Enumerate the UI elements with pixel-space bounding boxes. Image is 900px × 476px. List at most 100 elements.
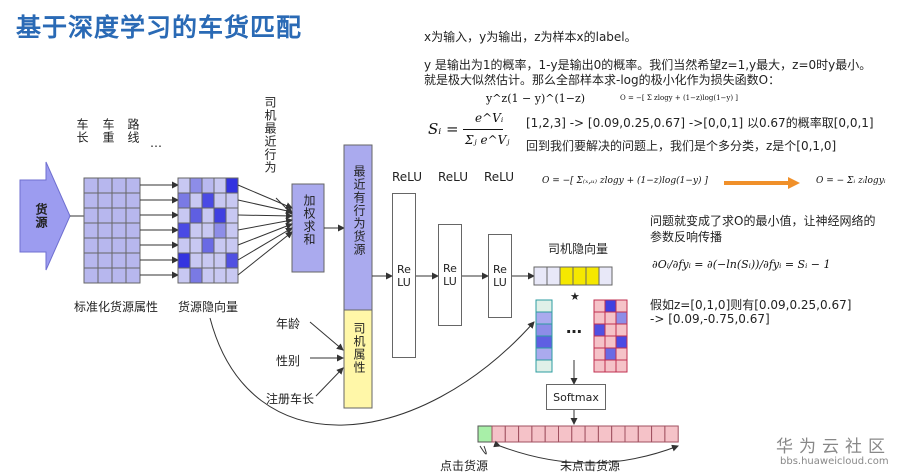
driver-column-cell bbox=[535, 347, 553, 361]
cargo-hidden-grid bbox=[177, 177, 239, 284]
softmax-fraction-bar bbox=[463, 129, 503, 130]
relu-header-2: ReLU bbox=[438, 170, 469, 184]
watermark-brand: 华为云社区 bbox=[776, 437, 891, 457]
driver-hidden-vector bbox=[533, 266, 613, 286]
attr-grid-cell bbox=[83, 222, 99, 239]
hidden-grid-cell bbox=[225, 177, 239, 194]
attr-grid-cell bbox=[125, 237, 141, 254]
hidden-grid-cell bbox=[225, 192, 239, 209]
hidden-to-sum-arrow bbox=[237, 217, 293, 231]
hidden-to-sum-arrow bbox=[237, 231, 293, 276]
not-clicked-cell bbox=[558, 425, 573, 443]
page-title: 基于深度学习的车货匹配 bbox=[16, 13, 303, 42]
driver-attr-block bbox=[343, 309, 373, 409]
orange-arrowhead bbox=[788, 177, 800, 189]
attr-grid-cell bbox=[83, 177, 99, 194]
hidden-grid-cell bbox=[225, 222, 239, 239]
cargo-input-arrow bbox=[19, 161, 71, 271]
attr-grid-cell bbox=[97, 207, 113, 224]
driver-history-arrow bbox=[275, 197, 293, 215]
hidden-grid-cell bbox=[225, 237, 239, 254]
output-bar bbox=[477, 425, 679, 443]
driver-attr-label: 司机属性 bbox=[352, 322, 366, 374]
hidden-to-sum-arrow bbox=[237, 222, 293, 246]
gradient-formula: ∂Oᵢ/∂fyᵢ = ∂(−ln(Sᵢ))/∂fyᵢ = Sᵢ − 1 bbox=[652, 258, 831, 271]
car-length-arrow bbox=[315, 367, 344, 397]
watermark-url: bbs.huaweicloud.com bbox=[780, 456, 889, 467]
attr-car-length: 车长 bbox=[75, 118, 89, 144]
relu-layer-3: ReLU bbox=[488, 234, 512, 318]
hidden-grid-cell bbox=[189, 192, 203, 209]
cargo-matrix-cell bbox=[604, 347, 617, 361]
not-clicked-cell bbox=[651, 425, 666, 443]
driver-hidden-cell bbox=[598, 266, 613, 286]
not-clicked-cell bbox=[571, 425, 586, 443]
clicked-cell bbox=[477, 425, 493, 443]
cargo-matrix-cell bbox=[593, 347, 606, 361]
hidden-to-matrix-curve bbox=[209, 317, 535, 426]
attr-grid-cell bbox=[111, 192, 127, 209]
attr-grid-cell bbox=[125, 207, 141, 224]
note-line3: 就是极大似然估计。那么全部样本求-log的极小化作为损失函数O： bbox=[424, 73, 781, 87]
attr-grid-cell bbox=[83, 192, 99, 209]
driver-hidden-cell bbox=[533, 266, 548, 286]
attr-grid-cell bbox=[111, 222, 127, 239]
driver-history-label: 司机最近行为 bbox=[263, 96, 277, 174]
not-clicked-cell bbox=[624, 425, 639, 443]
attr-grid-cell bbox=[111, 237, 127, 254]
assume-line2: -> [0.09,-0.75,0.67] bbox=[650, 312, 770, 326]
cargo-matrix-cell bbox=[604, 359, 617, 373]
driver-vector-column bbox=[535, 299, 553, 373]
attr-car-weight: 车重 bbox=[101, 118, 115, 144]
driver-age-label: 年龄 bbox=[276, 317, 301, 331]
hidden-grid-cell bbox=[201, 192, 215, 209]
attr-grid-cell bbox=[83, 252, 99, 269]
cargo-matrix-cell bbox=[593, 359, 606, 373]
hidden-grid-cell bbox=[213, 207, 227, 224]
softmax-label: Softmax bbox=[553, 390, 599, 404]
cargo-matrix-cell bbox=[593, 311, 606, 325]
driver-column-cell bbox=[535, 299, 553, 313]
softmax-numerator: e^Vᵢ bbox=[475, 111, 504, 125]
driver-hidden-cell bbox=[585, 266, 600, 286]
hidden-grid-cell bbox=[201, 177, 215, 194]
hidden-grid-cell bbox=[225, 267, 239, 284]
star-symbol: ★ bbox=[570, 290, 580, 303]
cargo-matrix-cell bbox=[604, 299, 617, 313]
cargo-attribute-grid bbox=[83, 177, 141, 284]
cargo-matrix-cell bbox=[604, 335, 617, 349]
hidden-grid-cell bbox=[201, 252, 215, 269]
problem-line1: 问题就变成了求O的最小值，让神经网络的 bbox=[650, 214, 876, 228]
attr-grid-cell bbox=[97, 222, 113, 239]
attr-grid-cell bbox=[111, 207, 127, 224]
hidden-grid-cell bbox=[177, 207, 191, 224]
loss-right-formula: O = − Σᵢ zᵢlogyᵢ bbox=[816, 176, 886, 186]
cargo-matrix bbox=[593, 299, 628, 373]
not-clicked-cell bbox=[544, 425, 560, 443]
cargo-matrix-cell bbox=[615, 335, 628, 349]
driver-hidden-cell bbox=[559, 266, 574, 286]
relu-layer-2: ReLU bbox=[438, 224, 462, 326]
driver-carlen-label: 注册车长 bbox=[266, 392, 315, 406]
cargo-matrix-cell bbox=[593, 299, 606, 313]
cargo-matrix-cell bbox=[615, 299, 628, 313]
hidden-grid-cell bbox=[177, 192, 191, 209]
example-line1: [1,2,3] -> [0.09,0.25,0.67] ->[0,0,1] 以0… bbox=[526, 116, 874, 130]
not-clicked-cell bbox=[504, 425, 520, 443]
not-clicked-cell bbox=[584, 425, 599, 443]
hidden-grid-cell bbox=[201, 207, 215, 224]
cargo-matrix-cell bbox=[593, 335, 606, 349]
loss-mid-formula: O = −[ Σ₍ₓ,ᵤ₎ zlogy + (1−z)log(1−y) ] bbox=[542, 176, 708, 186]
attr-grid-cell bbox=[83, 237, 99, 254]
hidden-grid-cell bbox=[189, 222, 203, 239]
hidden-grid-cell bbox=[213, 222, 227, 239]
clicked-curve-arrow bbox=[479, 445, 487, 455]
hidden-grid-cell bbox=[177, 252, 191, 269]
hidden-grid-cell bbox=[213, 177, 227, 194]
grid-to-hidden-arrows bbox=[140, 181, 179, 279]
cargo-matrix-cell bbox=[604, 323, 617, 337]
softmax-lhs: Sᵢ = bbox=[428, 120, 459, 138]
relu-layer-1: ReLU bbox=[392, 193, 416, 358]
attr-grid-cell bbox=[97, 267, 113, 284]
attr-grid-cell bbox=[125, 252, 141, 269]
